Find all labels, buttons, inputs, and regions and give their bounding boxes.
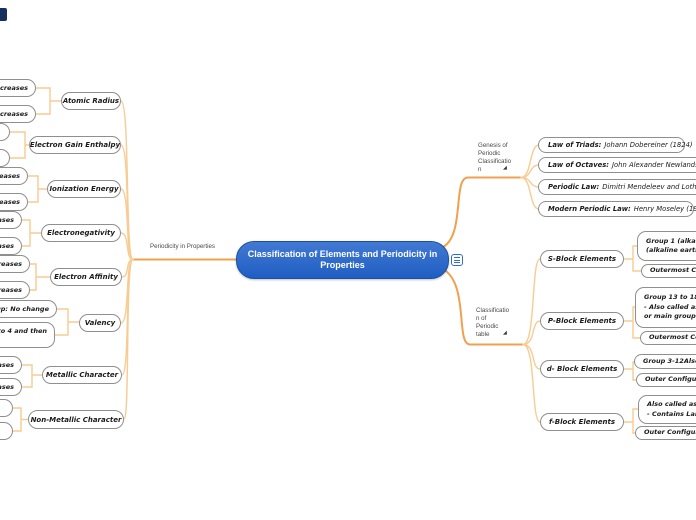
subtopic-clipped[interactable]: eases bbox=[0, 167, 28, 185]
subtopic-clipped[interactable]: ecreases bbox=[0, 105, 36, 123]
subtopic-clipped[interactable]: reases bbox=[0, 255, 30, 273]
clipped-node-fragment bbox=[0, 8, 7, 21]
topic-law-of-triads[interactable]: Law of Triads:Johann Dobereiner (1824) bbox=[538, 137, 693, 153]
subtopic-clipped[interactable] bbox=[0, 149, 10, 167]
subtopic-clipped[interactable] bbox=[0, 422, 13, 440]
topic-valency[interactable]: Valency bbox=[79, 314, 121, 332]
subtopic-clipped[interactable]: ases bbox=[0, 378, 22, 396]
topic-electron-gain-enthalpy[interactable]: Electron Gain Enthalpy bbox=[29, 136, 121, 154]
subtopic-clipped[interactable]: Outer Configurat bbox=[636, 373, 696, 387]
root-topic[interactable]: Classification of Elements and Periodici… bbox=[236, 241, 449, 279]
root-topic-title-line1: Classification of Elements and Periodici… bbox=[247, 248, 438, 259]
subtopic-clipped[interactable]: eases bbox=[0, 193, 28, 211]
branch-label-genesis[interactable]: Genesis of Periodic Classificatio n bbox=[478, 142, 512, 173]
subtopic-clipped[interactable]: to 4 and then bbox=[0, 322, 55, 348]
topic-non-metallic-character[interactable]: Non-Metallic Character bbox=[28, 410, 124, 429]
topic-d-block-elements[interactable]: d- Block Elements bbox=[540, 360, 624, 378]
topic-s-block-elements[interactable]: S-Block Elements bbox=[540, 250, 624, 268]
subtopic-clipped[interactable]: ases bbox=[0, 237, 22, 255]
subtopic-clipped[interactable]: Outermost Confi bbox=[641, 264, 696, 278]
subtopic-clipped[interactable]: Group 1 (alkali (alkaline earth bbox=[637, 231, 696, 261]
subtopic-clipped[interactable]: ases bbox=[0, 356, 22, 374]
collapse-handle-icon[interactable]: ◢ bbox=[503, 330, 507, 336]
notes-icon[interactable] bbox=[451, 254, 463, 266]
topic-periodic-law[interactable]: Periodic Law:Dimitri Mendeleev and Lotha… bbox=[538, 179, 696, 195]
branch-label-periodicity[interactable]: Periodicity in Properties bbox=[150, 243, 215, 250]
topic-f-block-elements[interactable]: f-Block Elements bbox=[540, 413, 624, 431]
subtopic-clipped[interactable]: reases bbox=[0, 281, 30, 299]
topic-electron-affinity[interactable]: Electron Affinity bbox=[50, 268, 122, 286]
topic-electronegativity[interactable]: Electronegativity bbox=[41, 224, 121, 242]
root-topic-title-line2: Properties bbox=[320, 260, 365, 270]
subtopic-clipped[interactable]: roup: No change bbox=[0, 300, 57, 318]
subtopic-clipped[interactable]: Also called as I - Contains Lant bbox=[638, 395, 696, 424]
topic-ionization-energy[interactable]: Ionization Energy bbox=[47, 180, 121, 198]
topic-p-block-elements[interactable]: P-Block Elements bbox=[540, 312, 624, 330]
subtopic-clipped[interactable]: Group 3-12Also bbox=[634, 354, 696, 369]
topic-atomic-radius[interactable]: Atomic Radius bbox=[61, 92, 121, 110]
topic-modern-periodic-law[interactable]: Modern Periodic Law:Henry Moseley (1913) bbox=[538, 201, 696, 217]
topic-law-of-octaves[interactable]: Law of Octaves:John Alexander Newlands (… bbox=[538, 157, 696, 173]
left-branch-curves bbox=[120, 100, 134, 420]
subtopic-clipped[interactable]: ncreases bbox=[0, 79, 36, 97]
right-top-branch-curves bbox=[520, 144, 540, 210]
subtopic-clipped[interactable]: Outer Configurati bbox=[635, 426, 696, 440]
subtopic-clipped[interactable]: ases bbox=[0, 211, 22, 229]
subtopic-clipped[interactable] bbox=[0, 399, 13, 417]
collapse-handle-icon[interactable]: ◢ bbox=[503, 165, 507, 171]
subtopic-clipped[interactable] bbox=[0, 123, 10, 141]
topic-metallic-character[interactable]: Metallic Character bbox=[42, 366, 122, 384]
branch-label-classification[interactable]: Classificatio n of Periodic table bbox=[476, 307, 510, 338]
subtopic-clipped[interactable]: Outermost Config bbox=[640, 331, 696, 345]
right-bottom-branch-curves bbox=[522, 258, 541, 423]
subtopic-clipped[interactable]: Group 13 to 18 - Also called as or main … bbox=[635, 287, 696, 328]
